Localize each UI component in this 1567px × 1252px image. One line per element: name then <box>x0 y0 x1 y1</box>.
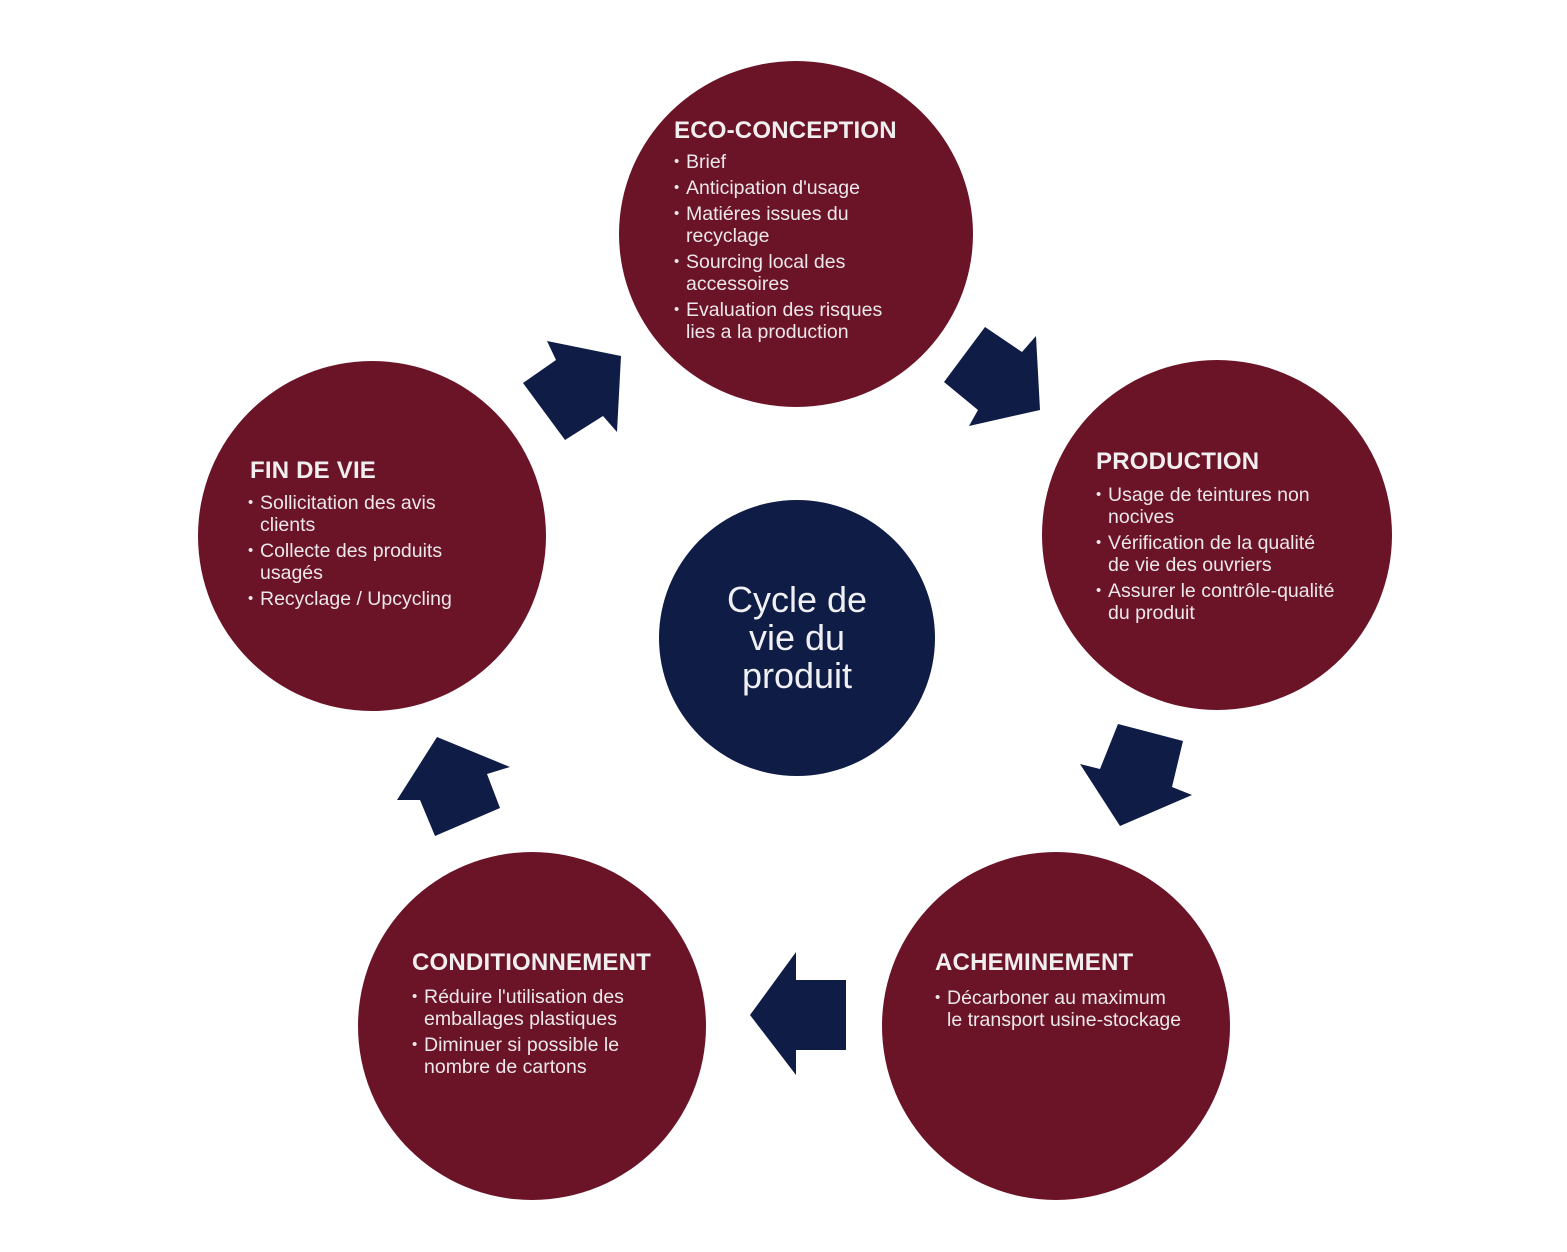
arrow-left-icon <box>750 952 846 1075</box>
stage-item: Réduire l'utilisation des emballages pla… <box>412 986 652 1030</box>
stage-item: Evaluation des risques lies a la product… <box>674 299 909 343</box>
stage-item: Assurer le contrôle-qualité du produit <box>1096 580 1336 624</box>
stage-item: Sollicitation des avis clients <box>248 492 483 536</box>
arrow-up-right-icon <box>523 341 621 440</box>
stage-acheminement: ACHEMINEMENT Décarboner au maximum le tr… <box>882 852 1230 1200</box>
stage-title: ACHEMINEMENT <box>935 949 1134 976</box>
arrow-up-left-icon <box>397 737 510 836</box>
center-circle: Cycle de vie du produit <box>659 500 935 776</box>
stage-title: FIN DE VIE <box>250 457 377 484</box>
stage-item: Matiéres issues du recyclage <box>674 203 909 247</box>
arrow-down-left-icon <box>1080 724 1192 826</box>
stage-title: PRODUCTION <box>1096 448 1260 475</box>
stage-items: Décarboner au maximum le transport usine… <box>935 987 1185 1035</box>
stage-item: Collecte des produits usagés <box>248 540 483 584</box>
center-label: Cycle de vie du produit <box>726 579 868 696</box>
stage-item: Décarboner au maximum le transport usine… <box>935 987 1185 1031</box>
stage-items: Brief Anticipation d'usage Matiéres issu… <box>674 151 909 347</box>
stage-item: Recyclage / Upcycling <box>248 588 483 610</box>
stage-item: Anticipation d'usage <box>674 177 909 199</box>
stage-production: PRODUCTION Usage de teintures non nocive… <box>1042 360 1392 710</box>
stage-item: Vérification de la qualité de vie des ou… <box>1096 532 1336 576</box>
stage-items: Réduire l'utilisation des emballages pla… <box>412 986 652 1082</box>
stage-fin-de-vie: FIN DE VIE Sollicitation des avis client… <box>198 361 546 711</box>
arrow-down-right-icon <box>944 327 1040 426</box>
stage-title: ECO-CONCEPTION <box>674 117 897 144</box>
stage-item: Sourcing local des accessoires <box>674 251 909 295</box>
stage-conditionnement: CONDITIONNEMENT Réduire l'utilisation de… <box>358 852 706 1200</box>
stage-item: Brief <box>674 151 909 173</box>
stage-eco-conception: ECO-CONCEPTION Brief Anticipation d'usag… <box>619 61 973 407</box>
stage-item: Usage de teintures non nocives <box>1096 484 1336 528</box>
stage-items: Usage de teintures non nocives Vérificat… <box>1096 484 1336 628</box>
stage-title: CONDITIONNEMENT <box>412 949 651 976</box>
stage-items: Sollicitation des avis clients Collecte … <box>248 492 483 614</box>
stage-item: Diminuer si possible le nombre de carton… <box>412 1034 652 1078</box>
